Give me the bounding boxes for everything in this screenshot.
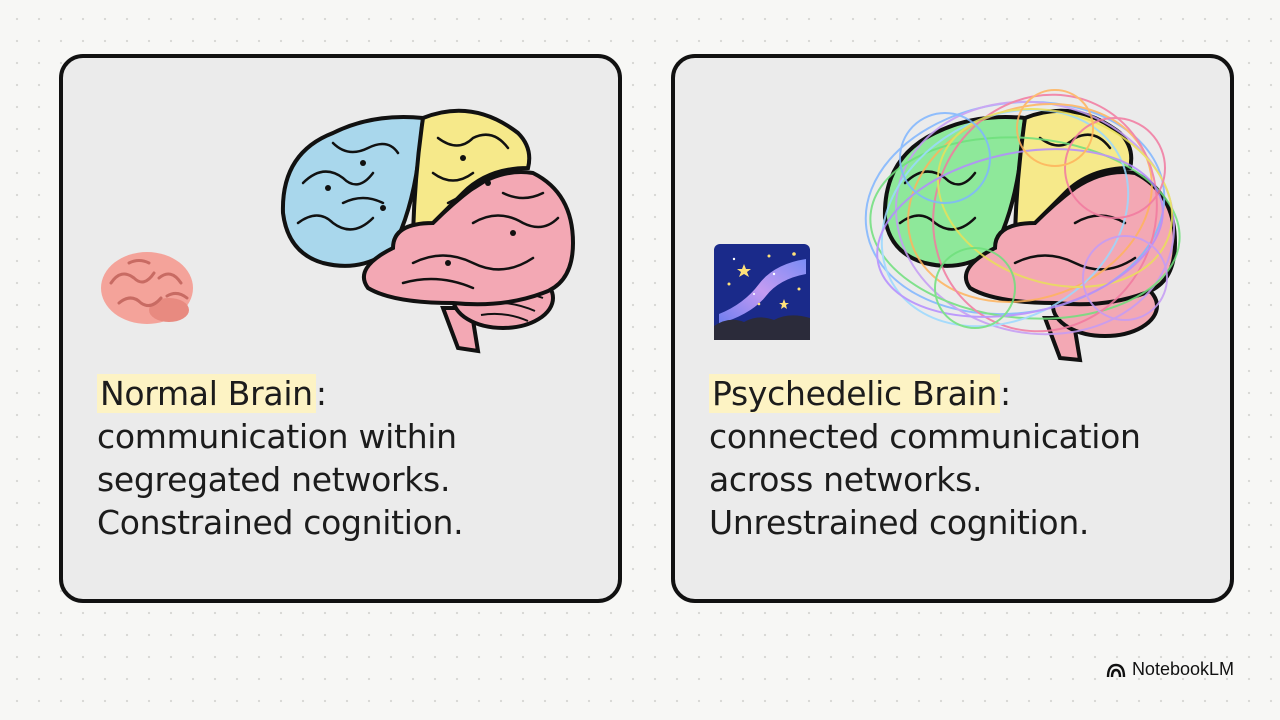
caption-line: connected communication <box>709 417 1141 456</box>
notebooklm-brand: NotebookLM <box>1106 659 1234 680</box>
notebooklm-logo-icon <box>1106 663 1126 677</box>
psychedelic-brain-title: Psychedelic Brain <box>709 374 1001 413</box>
psychedelic-brain-card: Psychedelic Brain: connected communicati… <box>671 54 1234 603</box>
caption-line: across networks. <box>709 460 983 499</box>
brain-emoji-icon <box>101 252 193 324</box>
normal-brain-illustration <box>280 108 576 354</box>
normal-brain-caption: Normal Brain: communication within segre… <box>97 372 597 544</box>
normal-brain-card: Normal Brain: communication within segre… <box>59 54 622 603</box>
caption-line: segregated networks. <box>97 460 451 499</box>
psychedelic-brain-caption: Psychedelic Brain: connected communicati… <box>709 372 1209 544</box>
caption-line: communication within <box>97 417 457 456</box>
title-colon: : <box>315 374 327 413</box>
title-colon: : <box>1000 374 1011 413</box>
caption-line: Unrestrained cognition. <box>709 503 1090 542</box>
brand-label: NotebookLM <box>1131 659 1234 679</box>
psychedelic-brain-illustration <box>864 89 1181 363</box>
caption-line: Constrained cognition. <box>97 503 464 542</box>
normal-brain-title: Normal Brain <box>97 374 316 413</box>
milky-way-icon <box>714 244 810 340</box>
